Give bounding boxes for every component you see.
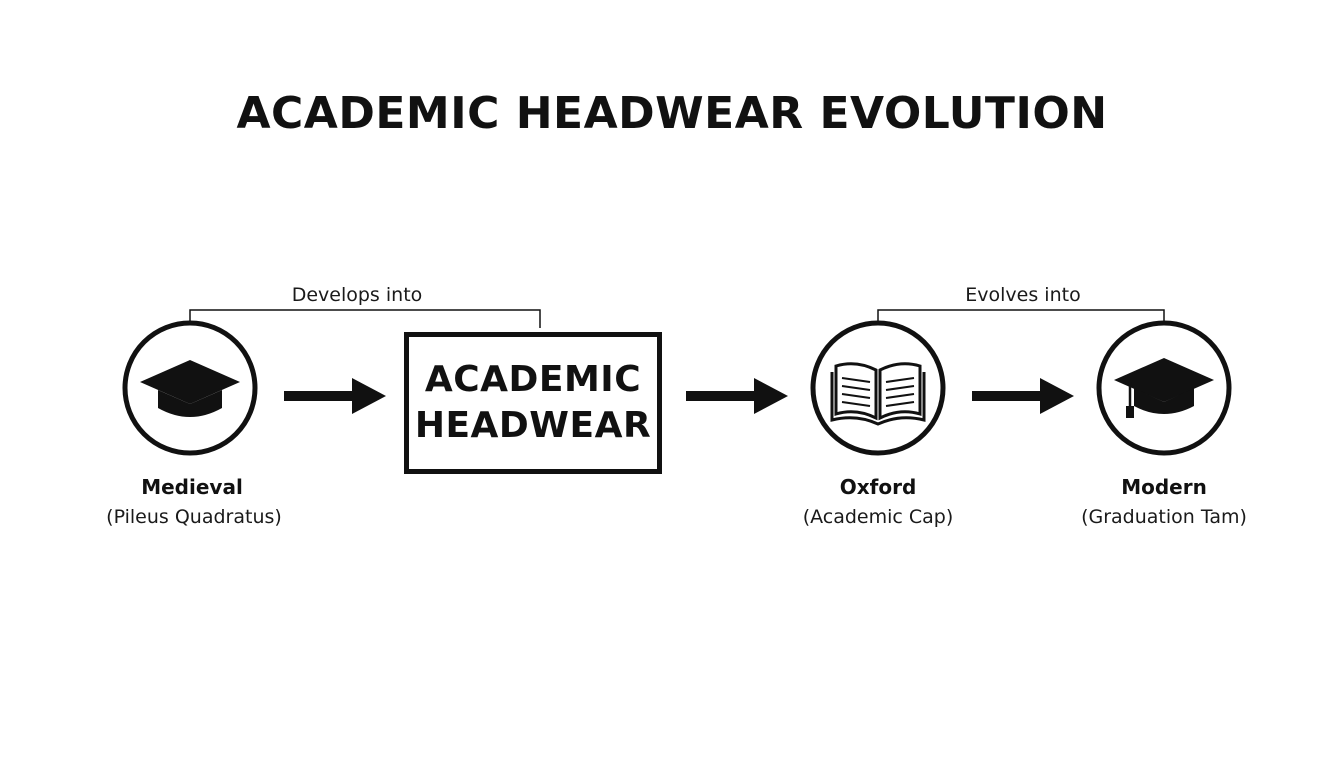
mortarboard-tassel-icon (1114, 358, 1214, 418)
center-box-line-2: HEADWEAR (414, 405, 652, 446)
medieval-node-subtitle: (Pileus Quadratus) (106, 506, 282, 528)
modern-node-circle (1096, 320, 1232, 456)
oxford-node-circle (810, 320, 946, 456)
center-box-line-1: ACADEMIC (424, 359, 642, 400)
open-book-icon (830, 362, 926, 426)
academic-headwear-box: ACADEMIC HEADWEAR (404, 332, 662, 474)
arrow-center-to-oxford (686, 378, 788, 414)
connector-bracket-develops (189, 309, 541, 328)
mortarboard-icon (140, 360, 240, 417)
arrow-oxford-to-modern (972, 378, 1074, 414)
connector-bracket-evolves (877, 309, 1165, 324)
connector-label-evolves: Evolves into (965, 284, 1081, 306)
medieval-node-circle (122, 320, 258, 456)
connector-label-develops: Develops into (291, 284, 423, 306)
medieval-node-name: Medieval (141, 475, 243, 499)
modern-node-name: Modern (1121, 475, 1207, 499)
oxford-node-name: Oxford (839, 475, 917, 499)
oxford-node-subtitle: (Academic Cap) (802, 506, 954, 528)
modern-node-subtitle: (Graduation Tam) (1081, 506, 1247, 528)
arrow-medieval-to-center (284, 378, 386, 414)
diagram-title: ACADEMIC HEADWEAR EVOLUTION (236, 88, 1108, 139)
